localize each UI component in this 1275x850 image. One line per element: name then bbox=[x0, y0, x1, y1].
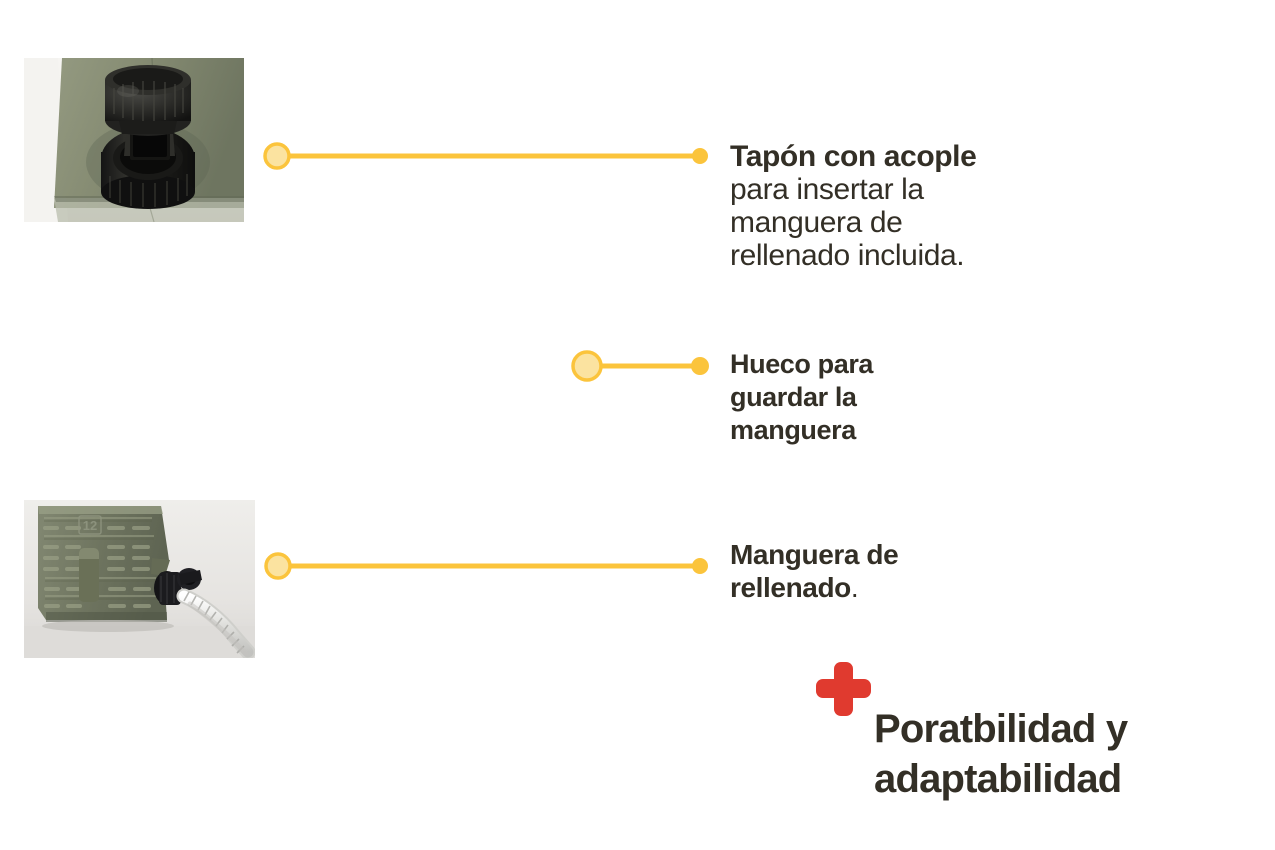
callout-cap-body-2: manguera de bbox=[730, 206, 903, 239]
jerry-can-hose-photo: 12 bbox=[24, 500, 255, 658]
callout-hose: Manguera de rellenado. bbox=[730, 538, 899, 604]
headline-group: Poratbilidad y adaptabilidad bbox=[812, 660, 1252, 810]
callout-hose-line-2: rellenado. bbox=[730, 571, 898, 604]
svg-text:12: 12 bbox=[83, 518, 97, 533]
callout-hose-line-1: Manguera de bbox=[730, 539, 899, 570]
headline-text: Poratbilidad y adaptabilidad bbox=[874, 704, 1128, 804]
callout-cap: Tapón con acople para insertar la mangue… bbox=[730, 140, 977, 272]
plus-icon bbox=[812, 660, 880, 720]
callout-cap-body-3: rellenado incluida. bbox=[730, 239, 965, 272]
connector-hose bbox=[259, 549, 710, 583]
callout-hueco-line-1: Hueco para bbox=[730, 349, 874, 379]
headline-line-1: Poratbilidad y bbox=[874, 707, 1128, 751]
callout-hueco-line-2: guardar la bbox=[730, 382, 857, 412]
connector-cap bbox=[258, 139, 710, 173]
connector-hueco bbox=[568, 349, 710, 383]
callout-cap-body-1: para insertar la bbox=[730, 173, 924, 206]
callout-hose-line-2-text: rellenado bbox=[730, 572, 851, 603]
callout-hueco: Hueco para guardar la manguera bbox=[730, 348, 873, 447]
callout-hose-period: . bbox=[850, 572, 859, 603]
callout-hueco-line-3: manguera bbox=[730, 415, 856, 445]
jerry-can-cap-photo bbox=[24, 58, 244, 222]
headline-line-2: adaptabilidad bbox=[874, 757, 1122, 801]
callout-cap-heading: Tapón con acople bbox=[730, 140, 977, 173]
